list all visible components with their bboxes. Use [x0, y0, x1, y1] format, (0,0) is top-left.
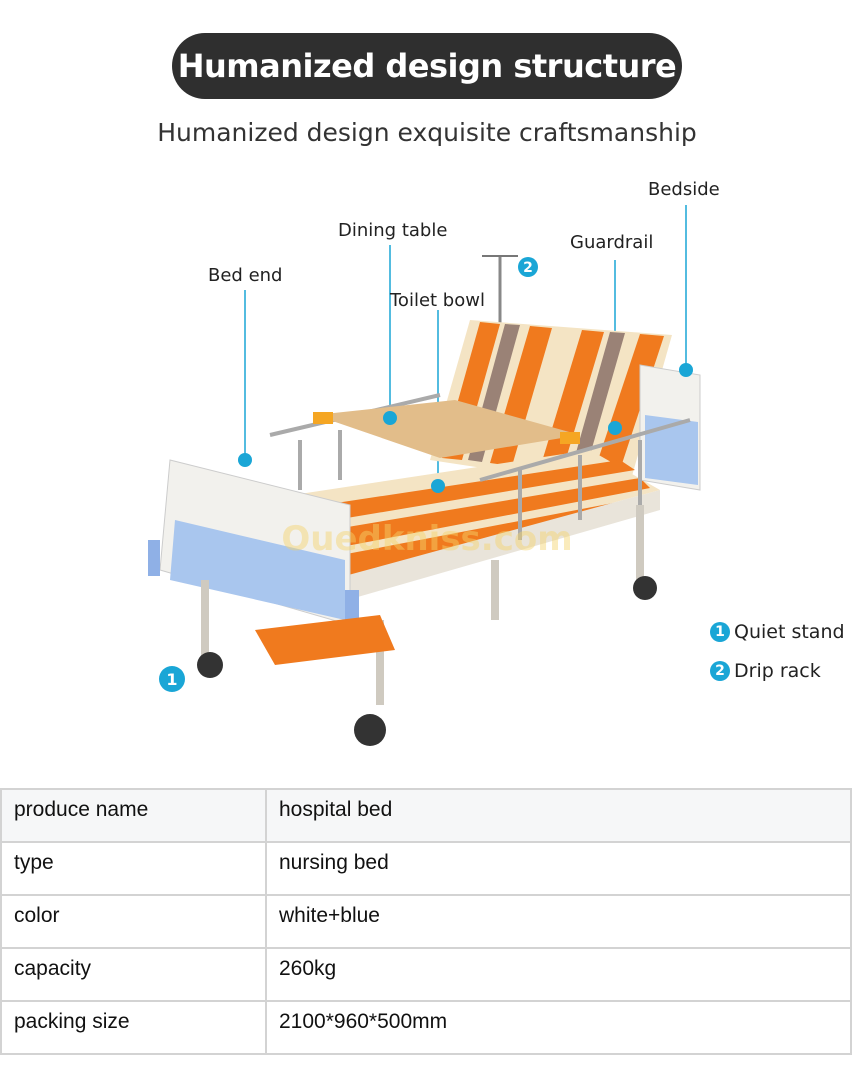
legend-item: 1 Quiet stand — [710, 621, 845, 643]
spec-key: color — [0, 894, 267, 949]
spec-value: white+blue — [265, 894, 852, 949]
section-subtitle: Humanized design exquisite craftsmanship — [157, 118, 697, 147]
legend-num: 2 — [710, 661, 730, 681]
label-dining-table: Dining table — [338, 220, 448, 241]
spec-value: nursing bed — [265, 841, 852, 896]
marker-2: 2 — [523, 260, 533, 276]
label-guardrail: Guardrail — [570, 232, 654, 253]
spec-value: 2100*960*500mm — [265, 1000, 852, 1055]
legend-label: Quiet stand — [734, 621, 845, 643]
marker-1: 1 — [166, 670, 177, 689]
spec-key: produce name — [0, 788, 267, 843]
hospital-bed-image: 2 1 Ouedkniss.com — [148, 205, 701, 746]
label-bed-end: Bed end — [208, 265, 283, 286]
legend-label: Drip rack — [734, 660, 821, 682]
label-bedside: Bedside — [648, 179, 720, 200]
spec-value: 260kg — [265, 947, 852, 1002]
legend-item: 2 Drip rack — [710, 660, 821, 682]
watermark: Ouedkniss.com — [281, 519, 572, 559]
spec-key: capacity — [0, 947, 267, 1002]
section-title: Humanized design structure — [172, 33, 682, 99]
spec-key: packing size — [0, 1000, 267, 1055]
label-toilet-bowl: Toilet bowl — [390, 290, 485, 311]
spec-value: hospital bed — [265, 788, 852, 843]
legend-num: 1 — [710, 622, 730, 642]
spec-key: type — [0, 841, 267, 896]
